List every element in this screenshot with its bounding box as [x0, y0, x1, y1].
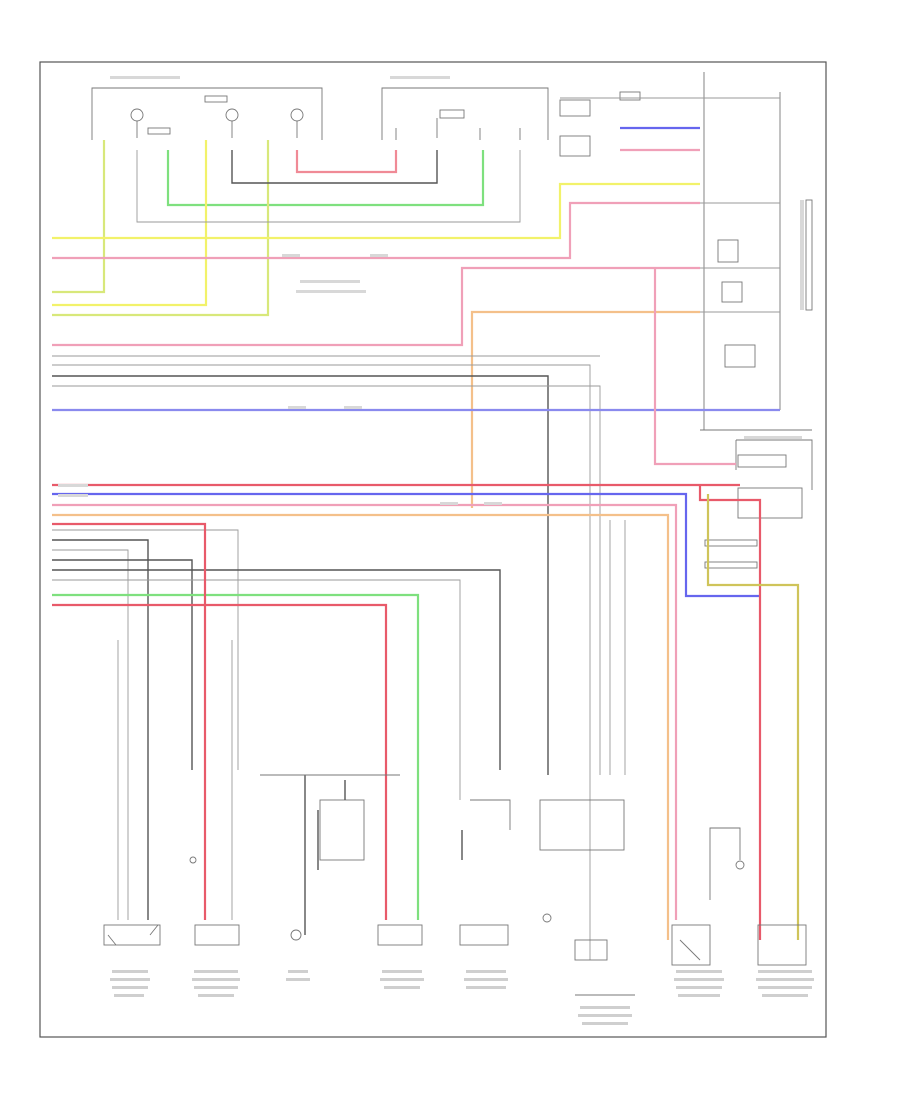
bottom-components	[103, 774, 807, 996]
right-info-box	[704, 439, 813, 569]
top-middle-module	[381, 87, 549, 140]
wire-label-bars	[58, 76, 804, 505]
diagram-border	[39, 61, 827, 1038]
top-left-module	[91, 87, 323, 140]
right-module	[559, 72, 813, 431]
bottom-label-bars	[110, 970, 814, 1025]
